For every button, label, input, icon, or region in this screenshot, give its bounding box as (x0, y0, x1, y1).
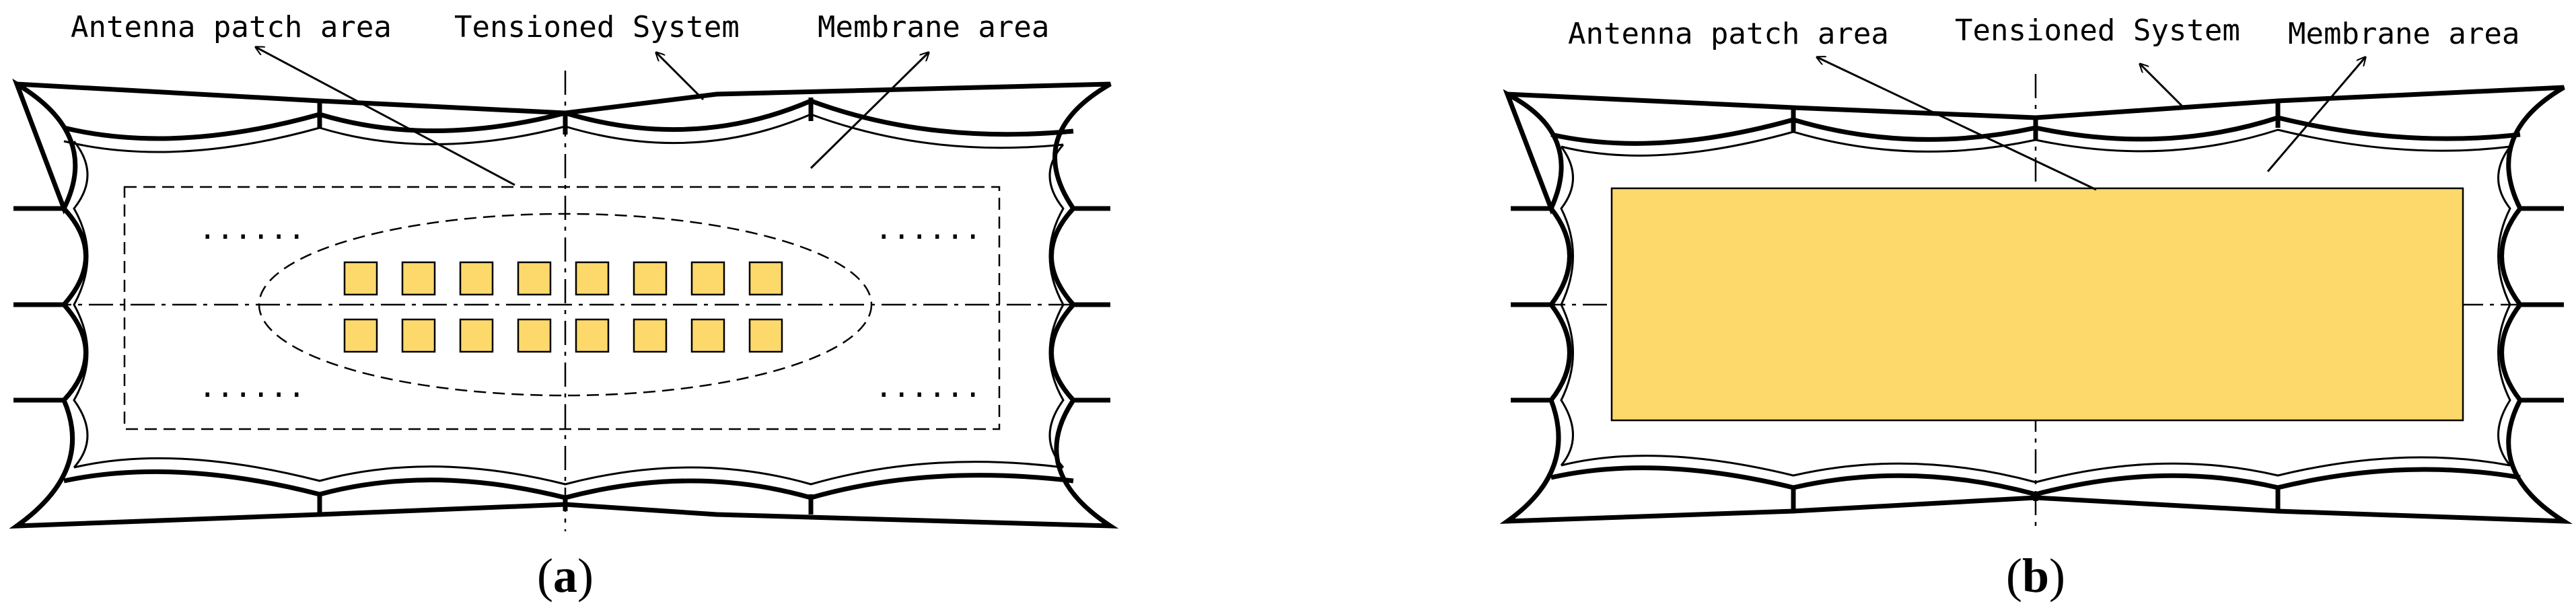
ellipsis-bottom-left: ...... (199, 370, 306, 404)
antenna-patch (690, 318, 725, 353)
leader-tensioned-b (2140, 64, 2185, 109)
label-antenna-patch-area-b: Antenna patch area (1568, 17, 1889, 51)
antenna-patch-grid (343, 261, 783, 353)
left-membrane-edge (73, 141, 89, 468)
antenna-patch (459, 261, 494, 296)
antenna-patch (401, 318, 436, 353)
caption-a: (a) (537, 549, 594, 603)
label-membrane-area-b: Membrane area (2288, 17, 2519, 51)
leader-membrane-b (2266, 57, 2365, 172)
label-membrane-area-a: Membrane area (818, 10, 1049, 44)
antenna-patch-area-fill (1610, 187, 2464, 422)
top-cable-scallops (63, 98, 1074, 141)
bottom-cable-scallops (63, 469, 1074, 500)
antenna-patch (748, 318, 783, 353)
caption-b: (b) (2006, 549, 2065, 603)
leader-antenna-b (1817, 57, 2097, 191)
antenna-patch (633, 318, 668, 353)
right-membrane-edge-b (2497, 146, 2511, 466)
ellipsis-bottom-right: ...... (875, 370, 982, 404)
leader-tensioned-a (656, 52, 705, 101)
antenna-patch (575, 261, 610, 296)
antenna-patch (633, 261, 668, 296)
ellipsis-top-left: ...... (199, 212, 306, 246)
panel-a: ...... ...... ...... ...... Antenna patc… (9, 10, 1119, 603)
antenna-patch (748, 261, 783, 296)
label-tensioned-system-a: Tensioned System (454, 10, 740, 44)
antenna-patch (575, 318, 610, 353)
patch-cluster-ellipse (258, 213, 873, 397)
bottom-cable-inner (73, 457, 1064, 486)
antenna-patch (343, 261, 378, 296)
antenna-patch (517, 261, 552, 296)
label-tensioned-system-b: Tensioned System (1955, 13, 2240, 48)
antenna-patch (459, 318, 494, 353)
ellipsis-top-right: ...... (875, 212, 982, 246)
antenna-region-outline (123, 186, 1001, 430)
outer-boundary (9, 78, 1119, 529)
leader-antenna-a (256, 47, 515, 186)
leader-membrane-a (810, 52, 929, 169)
antenna-patch (401, 261, 436, 296)
antenna-patch (690, 261, 725, 296)
panel-b: Antenna patch area Tensioned System Memb… (1499, 13, 2573, 603)
antenna-patch (343, 318, 378, 353)
label-antenna-patch-area-a: Antenna patch area (71, 10, 392, 44)
left-membrane-edge-b (1560, 146, 1574, 466)
antenna-patch (517, 318, 552, 353)
